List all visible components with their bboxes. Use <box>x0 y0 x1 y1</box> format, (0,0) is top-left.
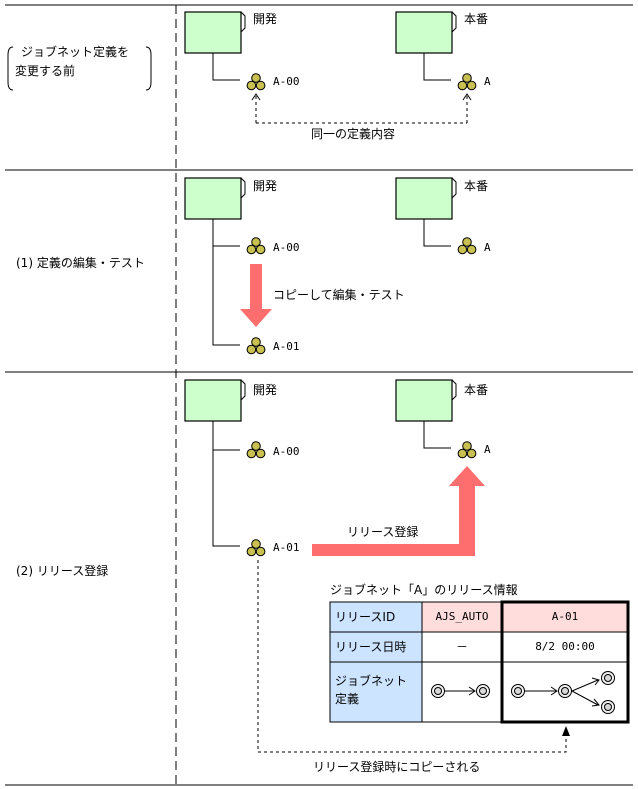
copy-on-release-note: リリース登録時にコピーされる <box>313 760 481 774</box>
jobnet-icon <box>457 73 477 91</box>
job-icon <box>601 700 615 714</box>
jobnet-label: A-01 <box>273 340 300 353</box>
jobnet-label: A-01 <box>273 541 300 554</box>
jobnet-icon <box>246 539 266 557</box>
jobnet-label: A <box>484 443 491 456</box>
job-icon <box>476 684 490 698</box>
jobnet-label: A <box>484 75 491 88</box>
before-label-line2: 変更する前 <box>15 64 76 78</box>
jobnet-icon <box>246 237 266 255</box>
release-arrow-label: リリース登録 <box>347 525 419 539</box>
bracket-left <box>7 46 14 91</box>
dev-folder-label: 開発 <box>253 383 278 397</box>
release-arrow <box>312 466 485 556</box>
old-release-time: － <box>455 640 468 654</box>
prod-folder-icon <box>395 379 457 422</box>
copy-edit-note: コピーして編集・テスト <box>273 288 405 302</box>
release-table-title: ジョブネット「A」のリリース情報 <box>330 583 518 597</box>
jobnet-icon <box>457 441 477 459</box>
prod-folder-label: 本番 <box>464 383 489 397</box>
jobnet-label: A-00 <box>273 445 300 458</box>
row-header-definition-line2: 定義 <box>335 692 360 706</box>
dev-folder-icon <box>184 11 246 54</box>
new-release-time: 8/2 00:00 <box>535 640 595 653</box>
prod-folder-icon <box>395 11 457 54</box>
dev-folder-icon <box>184 177 246 220</box>
prod-folder-icon <box>395 177 457 220</box>
section-before-label: ジョブネット定義を 変更する前 <box>3 45 153 91</box>
row-header-release-time: リリース日時 <box>335 640 407 654</box>
bracket-right <box>145 46 152 91</box>
same-definition-note: 同一の定義内容 <box>311 127 396 141</box>
jobnet-label: A-00 <box>273 75 300 88</box>
prod-folder-label: 本番 <box>464 179 489 193</box>
job-icon <box>601 671 615 685</box>
frame-lines <box>5 4 633 786</box>
section-step1-diagram <box>184 177 477 355</box>
before-label-line1: ジョブネット定義を <box>21 45 130 59</box>
job-icon <box>431 684 445 698</box>
release-info-table <box>329 600 630 724</box>
new-release-id: A-01 <box>551 610 579 623</box>
row-header-release-id: リリースID <box>335 610 396 624</box>
section-step2-label: (2) リリース登録 <box>16 564 109 578</box>
dev-folder-icon <box>184 379 246 422</box>
job-icon <box>511 684 525 698</box>
dev-folder-label: 開発 <box>253 12 278 26</box>
section-before-diagram <box>7 11 477 124</box>
jobnet-icon <box>246 441 266 459</box>
old-release-id: AJS_AUTO <box>435 610 489 623</box>
dev-folder-label: 開発 <box>253 179 278 193</box>
section-step2-diagram <box>184 379 570 753</box>
row-header-definition-line1: ジョブネット <box>335 674 408 688</box>
prod-folder-label: 本番 <box>464 12 489 26</box>
jobnet-label: A-00 <box>273 241 300 254</box>
section-step1-label: (1) 定義の編集・テスト <box>16 256 145 270</box>
copy-down-arrow <box>240 264 272 327</box>
job-icon <box>558 684 572 698</box>
jobnet-label: A <box>484 241 491 254</box>
copy-dashed-path <box>257 560 567 753</box>
jobnet-icon <box>246 73 266 91</box>
jobnet-icon <box>246 337 266 355</box>
jobnet-icon <box>457 237 477 255</box>
